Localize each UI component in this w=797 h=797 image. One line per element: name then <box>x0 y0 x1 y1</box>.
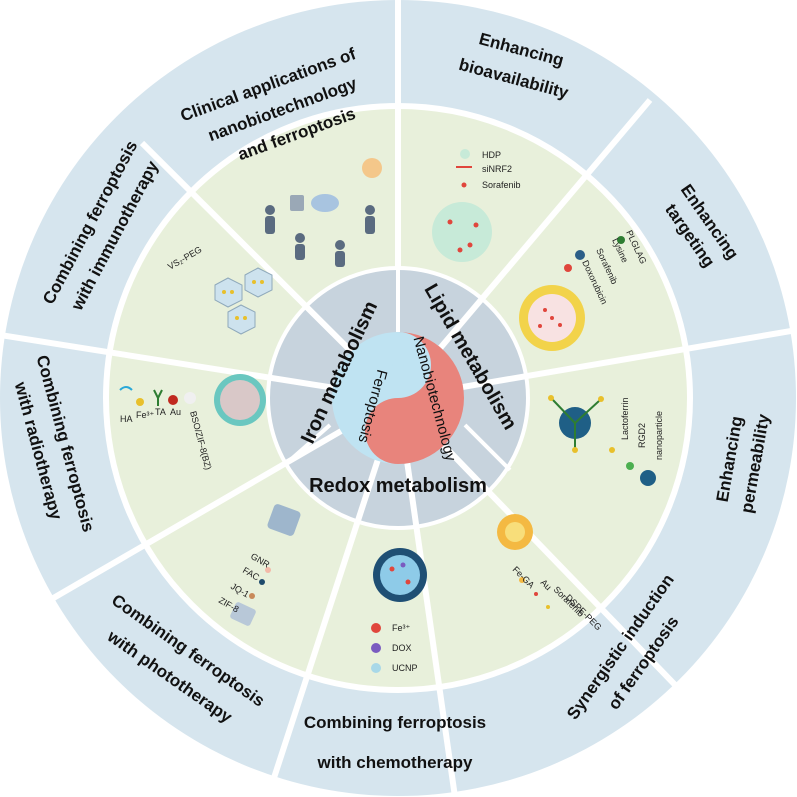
radio-legend-fe: Fe³⁺ <box>136 410 155 420</box>
svg-text:with chemotherapy: with chemotherapy <box>317 753 473 772</box>
bio-legend-sorafenib: Sorafenib <box>482 180 521 190</box>
outer-chemotherapy: Combining ferroptosis with chemotherapy <box>304 713 486 772</box>
radio-legend-au: Au <box>170 407 181 417</box>
core-redox-label: Redox metabolism <box>309 475 487 497</box>
bio-legend-hdp: HDP <box>482 150 501 160</box>
bio-legend-sinrf2: siNRF2 <box>482 164 512 174</box>
chemotherapy-illustration <box>371 548 427 673</box>
svg-text:Combining ferroptosis: Combining ferroptosis <box>304 713 486 732</box>
immunotherapy-illustration <box>214 267 273 335</box>
radio-legend-ta: TA <box>155 407 166 417</box>
bioavailability-illustration <box>432 149 492 262</box>
chemo-legend-dox: DOX <box>392 643 412 653</box>
radio-legend-ha: HA <box>120 414 133 424</box>
synergistic-illustration <box>497 514 550 609</box>
clinical-illustration <box>265 158 382 267</box>
targeting-illustration <box>519 236 625 351</box>
phototherapy-illustration <box>230 504 301 626</box>
perm-legend-nanoparticle: nanoparticle <box>654 411 664 460</box>
chemo-legend-fe: Fe³⁺ <box>392 623 411 633</box>
perm-legend-lactoferrin: Lactoferrin <box>620 397 630 440</box>
perm-legend-rgd2: RGD2 <box>637 423 647 448</box>
chemo-legend-ucnp: UCNP <box>392 663 418 673</box>
yin-yang <box>332 332 464 464</box>
core-dividers <box>286 268 512 472</box>
permeability-illustration <box>548 395 656 486</box>
radiotherapy-illustration <box>119 374 266 426</box>
